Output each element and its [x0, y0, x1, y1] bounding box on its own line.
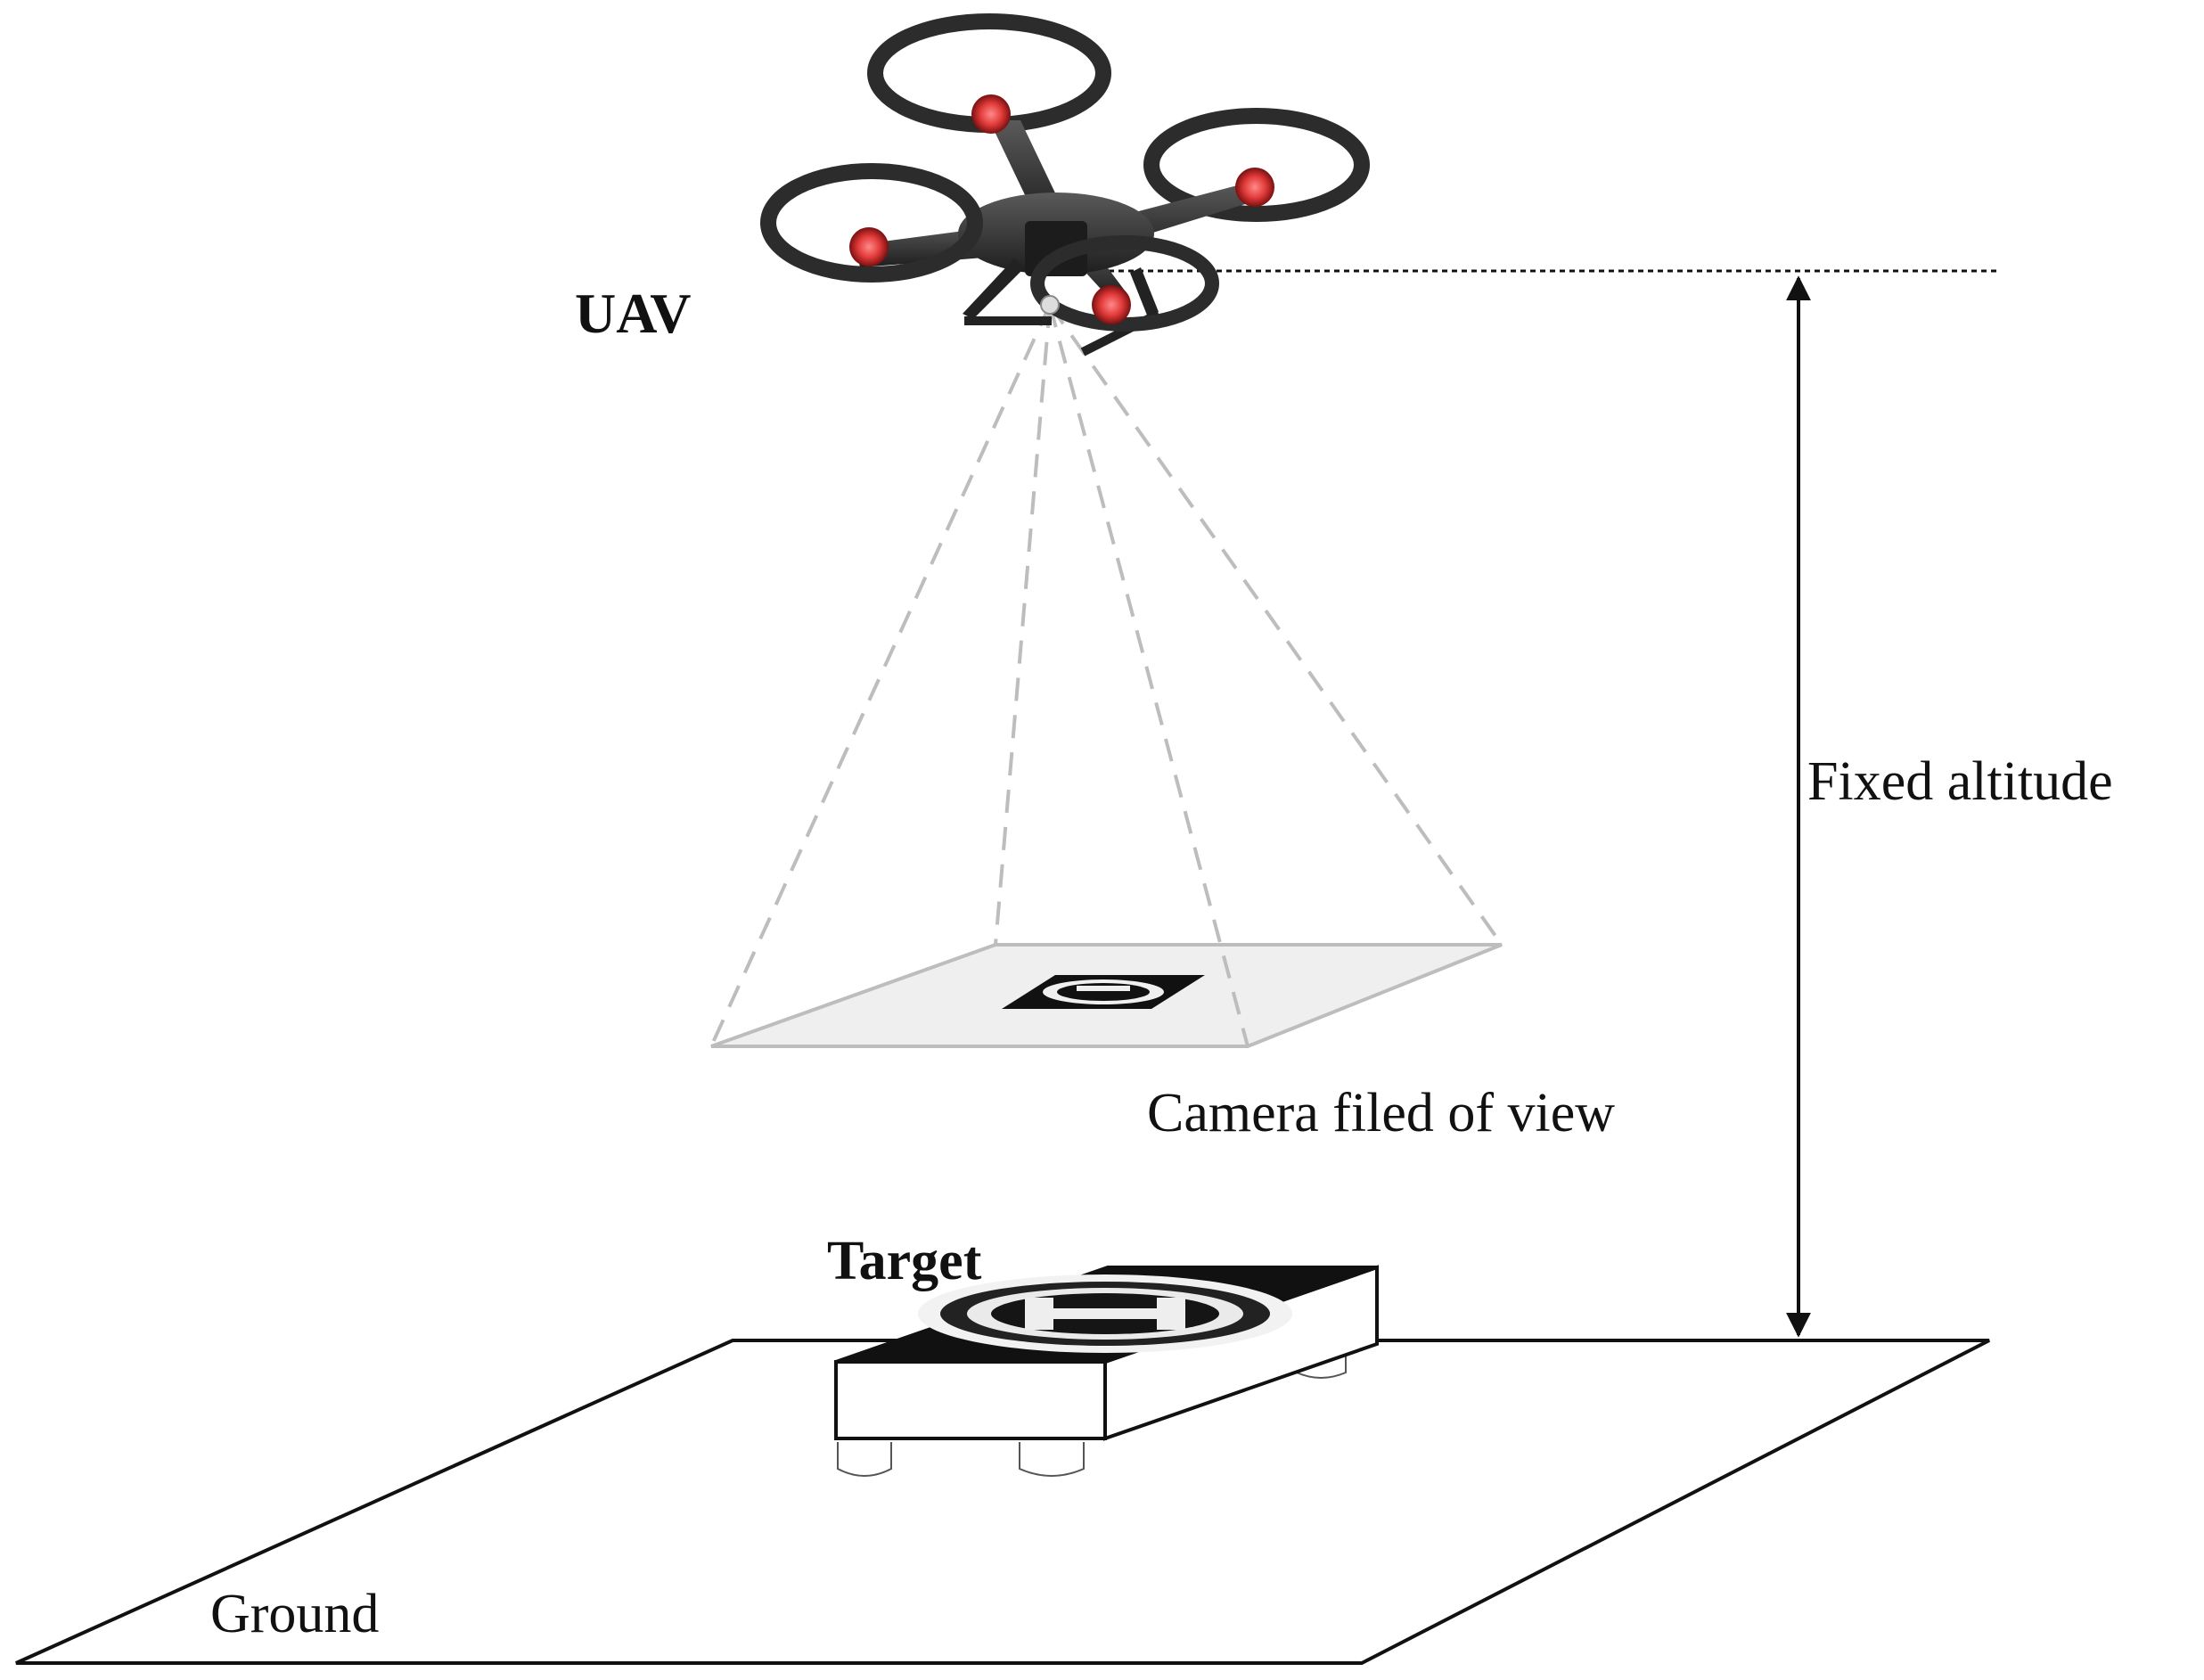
target-vehicle — [834, 1265, 1379, 1477]
target-label: Target — [827, 1231, 982, 1291]
uav-label: UAV — [575, 282, 692, 345]
camera-icon — [1040, 295, 1060, 315]
camera-fov — [709, 303, 1503, 1048]
quadcopter-drone-icon — [760, 13, 1370, 356]
fixed-altitude-label: Fixed altitude — [1807, 751, 2113, 812]
ground-label: Ground — [210, 1584, 380, 1644]
motor-light — [1235, 168, 1274, 207]
motor-light — [971, 94, 1011, 134]
target-marker-icon — [918, 1274, 1292, 1353]
motor-light — [1092, 285, 1131, 324]
ground-plane — [15, 1339, 1990, 1665]
camera-fov-label: Camera filed of view — [1147, 1083, 1616, 1143]
fov-marker-icon — [1002, 975, 1205, 1009]
motor-light — [849, 227, 889, 266]
